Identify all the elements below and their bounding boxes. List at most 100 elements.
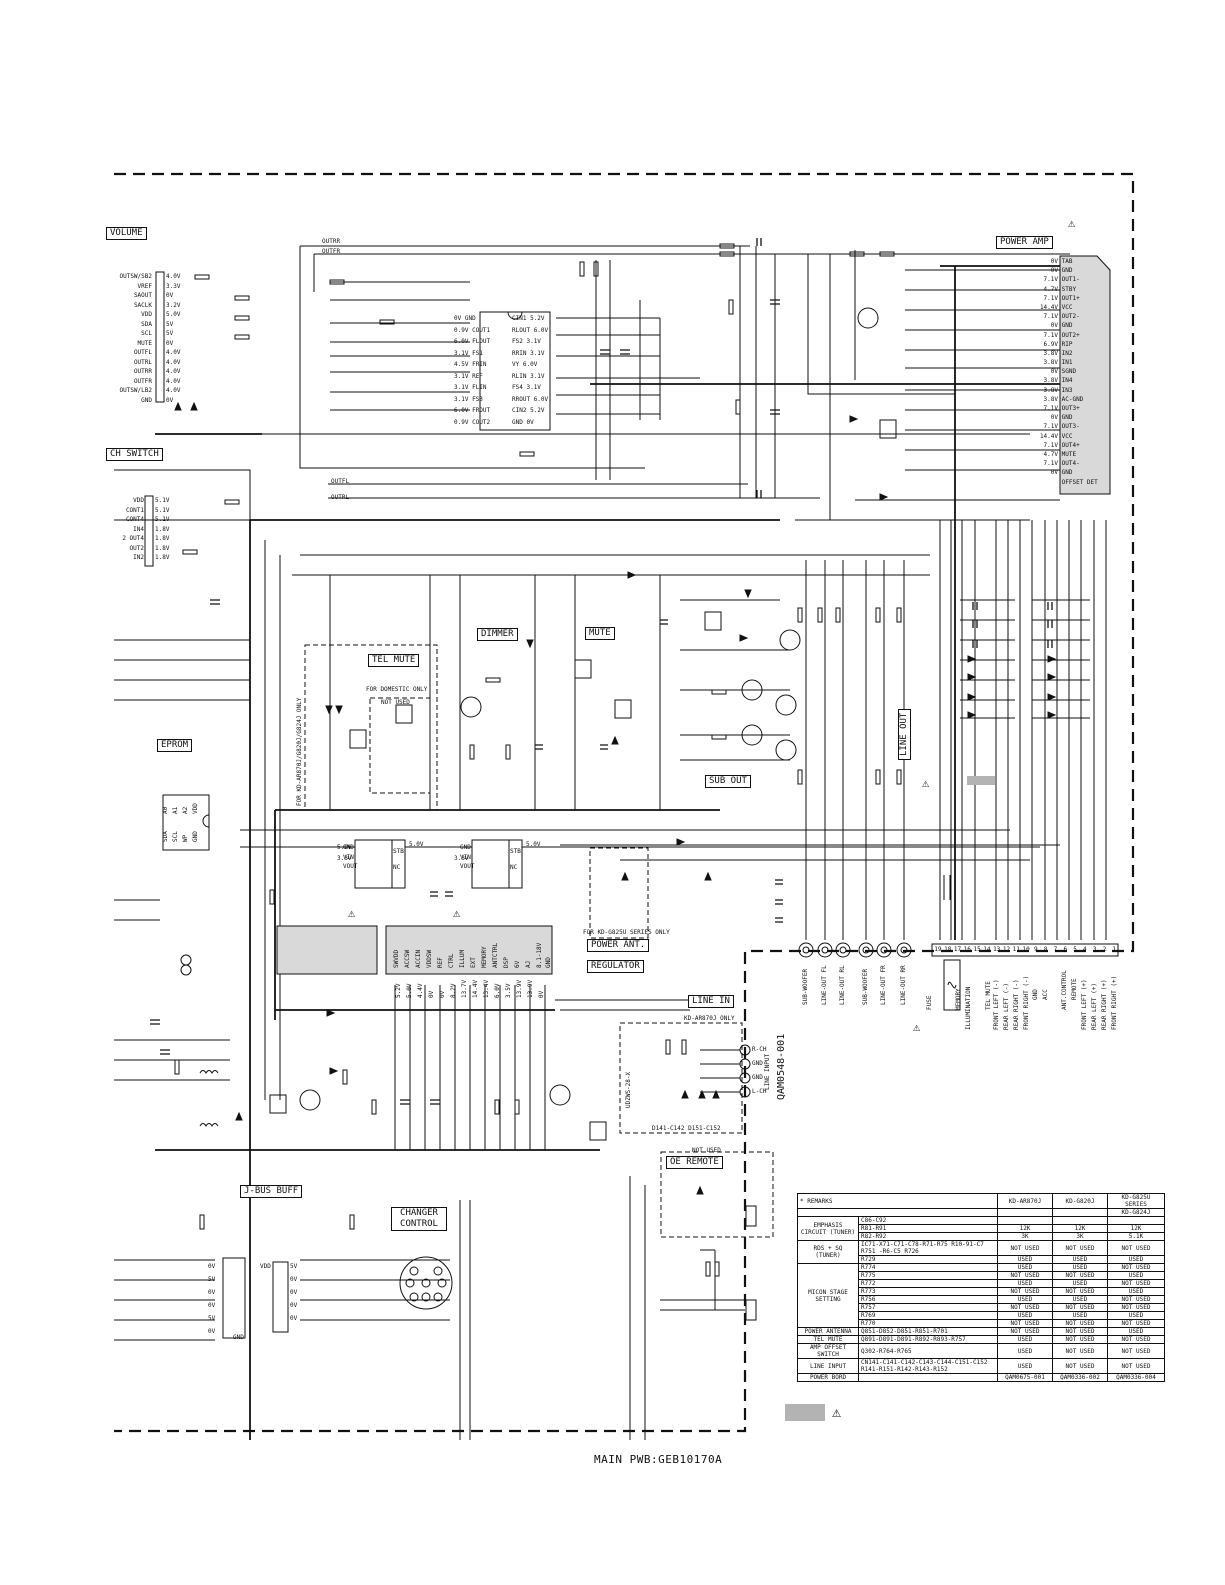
- eprom-pin: A1: [172, 806, 179, 814]
- remarks-cell: USED: [1052, 1255, 1108, 1264]
- warning-triangle-icon: ⚠: [922, 776, 930, 790]
- amp-pin: RROUT 6.0V: [512, 395, 549, 403]
- rca-label: LINE-OUT RL: [839, 965, 846, 1005]
- remarks-cell: USED: [1052, 1311, 1108, 1320]
- vol-volt: 4.0V: [166, 358, 181, 366]
- conn-no: 18: [944, 946, 952, 953]
- conn-name: FRONT LEFT (-): [993, 979, 1000, 1030]
- reg-a-pin: VIN: [343, 853, 354, 861]
- conn-name: MEMORY: [955, 988, 962, 1010]
- vol-volt: 5.0V: [166, 311, 181, 318]
- conn-no: 17: [953, 946, 962, 953]
- vol-pin: OUTFR: [133, 377, 152, 385]
- ch-volt: 1.8V: [155, 544, 170, 552]
- remarks-cell: R774: [858, 1263, 998, 1272]
- remarks-cell: CN141-C141-C142-C143-C144-C151-C152 R141…: [858, 1358, 998, 1374]
- remarks-cell: QAM0336-002: [1052, 1373, 1108, 1382]
- vol-pin: OUTFL: [133, 349, 152, 356]
- vol-volt: 0V: [166, 396, 174, 404]
- eprom-pin: GND: [192, 831, 199, 842]
- ch-pin: IN2: [133, 554, 144, 561]
- remarks-cell: R773: [858, 1287, 998, 1296]
- legend-swatch: [785, 1404, 825, 1421]
- rca-label: SUB-WOOFER: [862, 968, 869, 1005]
- reg-pin: VDDSW: [426, 949, 433, 968]
- reg-a-pin: GND: [343, 844, 354, 851]
- remarks-cell: USED: [997, 1358, 1053, 1374]
- pa-pin: 0V TAB: [1050, 258, 1073, 265]
- vol-volt: 5V: [166, 330, 174, 337]
- jbus-left-volts: 0V 5V 0V 0V 5V 0V: [208, 1262, 215, 1340]
- amp-pin: 3.1V FS1: [454, 349, 483, 357]
- note-for-kd-ar870: FOR KD-AR870J/G820J/G824J ONLY: [296, 697, 303, 806]
- remarks-cell: Q302-R764-R765: [858, 1343, 998, 1359]
- conn-name: ANT.CONTROL: [1061, 970, 1068, 1010]
- amp-pin: 0.9V COUT1: [454, 326, 491, 334]
- vol-volt: 4.0V: [166, 368, 181, 375]
- reg-b-pins: GND VIN VOUT: [460, 843, 474, 872]
- ch-volt: 1.8V: [155, 554, 170, 561]
- remarks-cell: NOT USED: [1052, 1358, 1108, 1374]
- reg-pin: SWVDD: [393, 949, 400, 968]
- block-label-ch-switch: CH SWITCH: [106, 448, 163, 461]
- net-outfl: OUTFL: [331, 478, 350, 485]
- remarks-cell: NOT USED: [997, 1287, 1053, 1296]
- conn-no: 5: [1073, 946, 1077, 953]
- amp-ic-left-pins: 0V GND 0.9V COUT1 6.0V FLOUT 3.1V FS1 4.…: [454, 314, 490, 429]
- reg-pin: ACCIN: [415, 949, 422, 968]
- vol-pin: GND: [141, 396, 152, 404]
- vol-pin: OUTSW/LB2: [119, 387, 152, 394]
- reg-a-pin: VOUT: [343, 863, 358, 870]
- remarks-cell: AMP OFFSET SWITCH: [797, 1343, 859, 1359]
- conn-name: GND: [1032, 989, 1039, 1000]
- ch-pin: VDD: [133, 497, 144, 504]
- reg-volt: 8.2V: [450, 983, 457, 998]
- reg-a-volt: 5.0V: [337, 844, 352, 851]
- note-not-used: NOT USED: [381, 699, 410, 706]
- pa-pin: 0V GND: [1050, 267, 1073, 275]
- remarks-cell: NOT USED: [1107, 1319, 1165, 1328]
- conn-no: 3: [1092, 946, 1097, 953]
- vol-pin: VDD: [141, 311, 152, 318]
- remarks-cell: NOT USED: [1052, 1287, 1108, 1296]
- reg-b-pin: VIN: [460, 853, 471, 861]
- vol-volt: 4.0V: [166, 387, 181, 394]
- reg-volt: 0V: [428, 990, 435, 998]
- conn-no: 16: [963, 946, 971, 953]
- block-label-power-amp: POWER AMP: [996, 236, 1053, 249]
- pa-pin: 0V GND: [1050, 322, 1073, 330]
- remarks-cell: USED: [1107, 1311, 1165, 1320]
- pa-pin: 7.1V OUT3+: [1043, 405, 1080, 412]
- conn-no: 4: [1083, 946, 1087, 953]
- pa-pin: 0V GND: [1050, 469, 1073, 477]
- reg-volt: 4.4V: [417, 983, 424, 998]
- remarks-cell: 3K: [1052, 1232, 1108, 1241]
- regulator-ic: [385, 925, 553, 975]
- remarks-cell: QAM0675-001: [997, 1373, 1053, 1382]
- amp-pin: 4.5V FRIN: [454, 361, 487, 368]
- pa-pin: 4.7V MUTE: [1043, 450, 1077, 458]
- reg-volt: 0V: [538, 990, 545, 998]
- conn-name: REAR RIGHT (+): [1101, 979, 1108, 1030]
- block-label-jbus-buff: J-BUS BUFF: [240, 1185, 303, 1198]
- remarks-header: KD-G825U SERIES: [1107, 1193, 1165, 1209]
- remarks-cell: [858, 1373, 998, 1382]
- line-in-pin: GND: [752, 1060, 763, 1067]
- jbus-volt: 0V: [290, 1315, 298, 1322]
- rca-label: SUB-WOOFER: [802, 968, 809, 1005]
- eprom-pin: SCL: [172, 831, 179, 842]
- remarks-cell: TEL MUTE: [797, 1335, 859, 1344]
- vol-pin: MUTE: [137, 339, 152, 347]
- jbus-volt: 5V: [208, 1315, 216, 1322]
- vol-pin: SACLK: [133, 301, 152, 309]
- note-d141: D141-C142 D151-C152: [652, 1125, 721, 1132]
- remarks-cell: R729: [858, 1255, 998, 1264]
- conn-name: FRONT RIGHT (+): [1111, 975, 1118, 1030]
- remarks-cell: NOT USED: [1052, 1319, 1108, 1328]
- jbus-volt: 0V: [208, 1289, 216, 1296]
- eprom-pin: VDD: [192, 803, 199, 814]
- pa-pin: 6.9V RIP: [1043, 340, 1073, 348]
- reg-pin: GND: [545, 957, 552, 968]
- amp-pin: CIN1 5.2V: [512, 315, 545, 322]
- pa-pin: 14.4V VCC: [1039, 303, 1073, 311]
